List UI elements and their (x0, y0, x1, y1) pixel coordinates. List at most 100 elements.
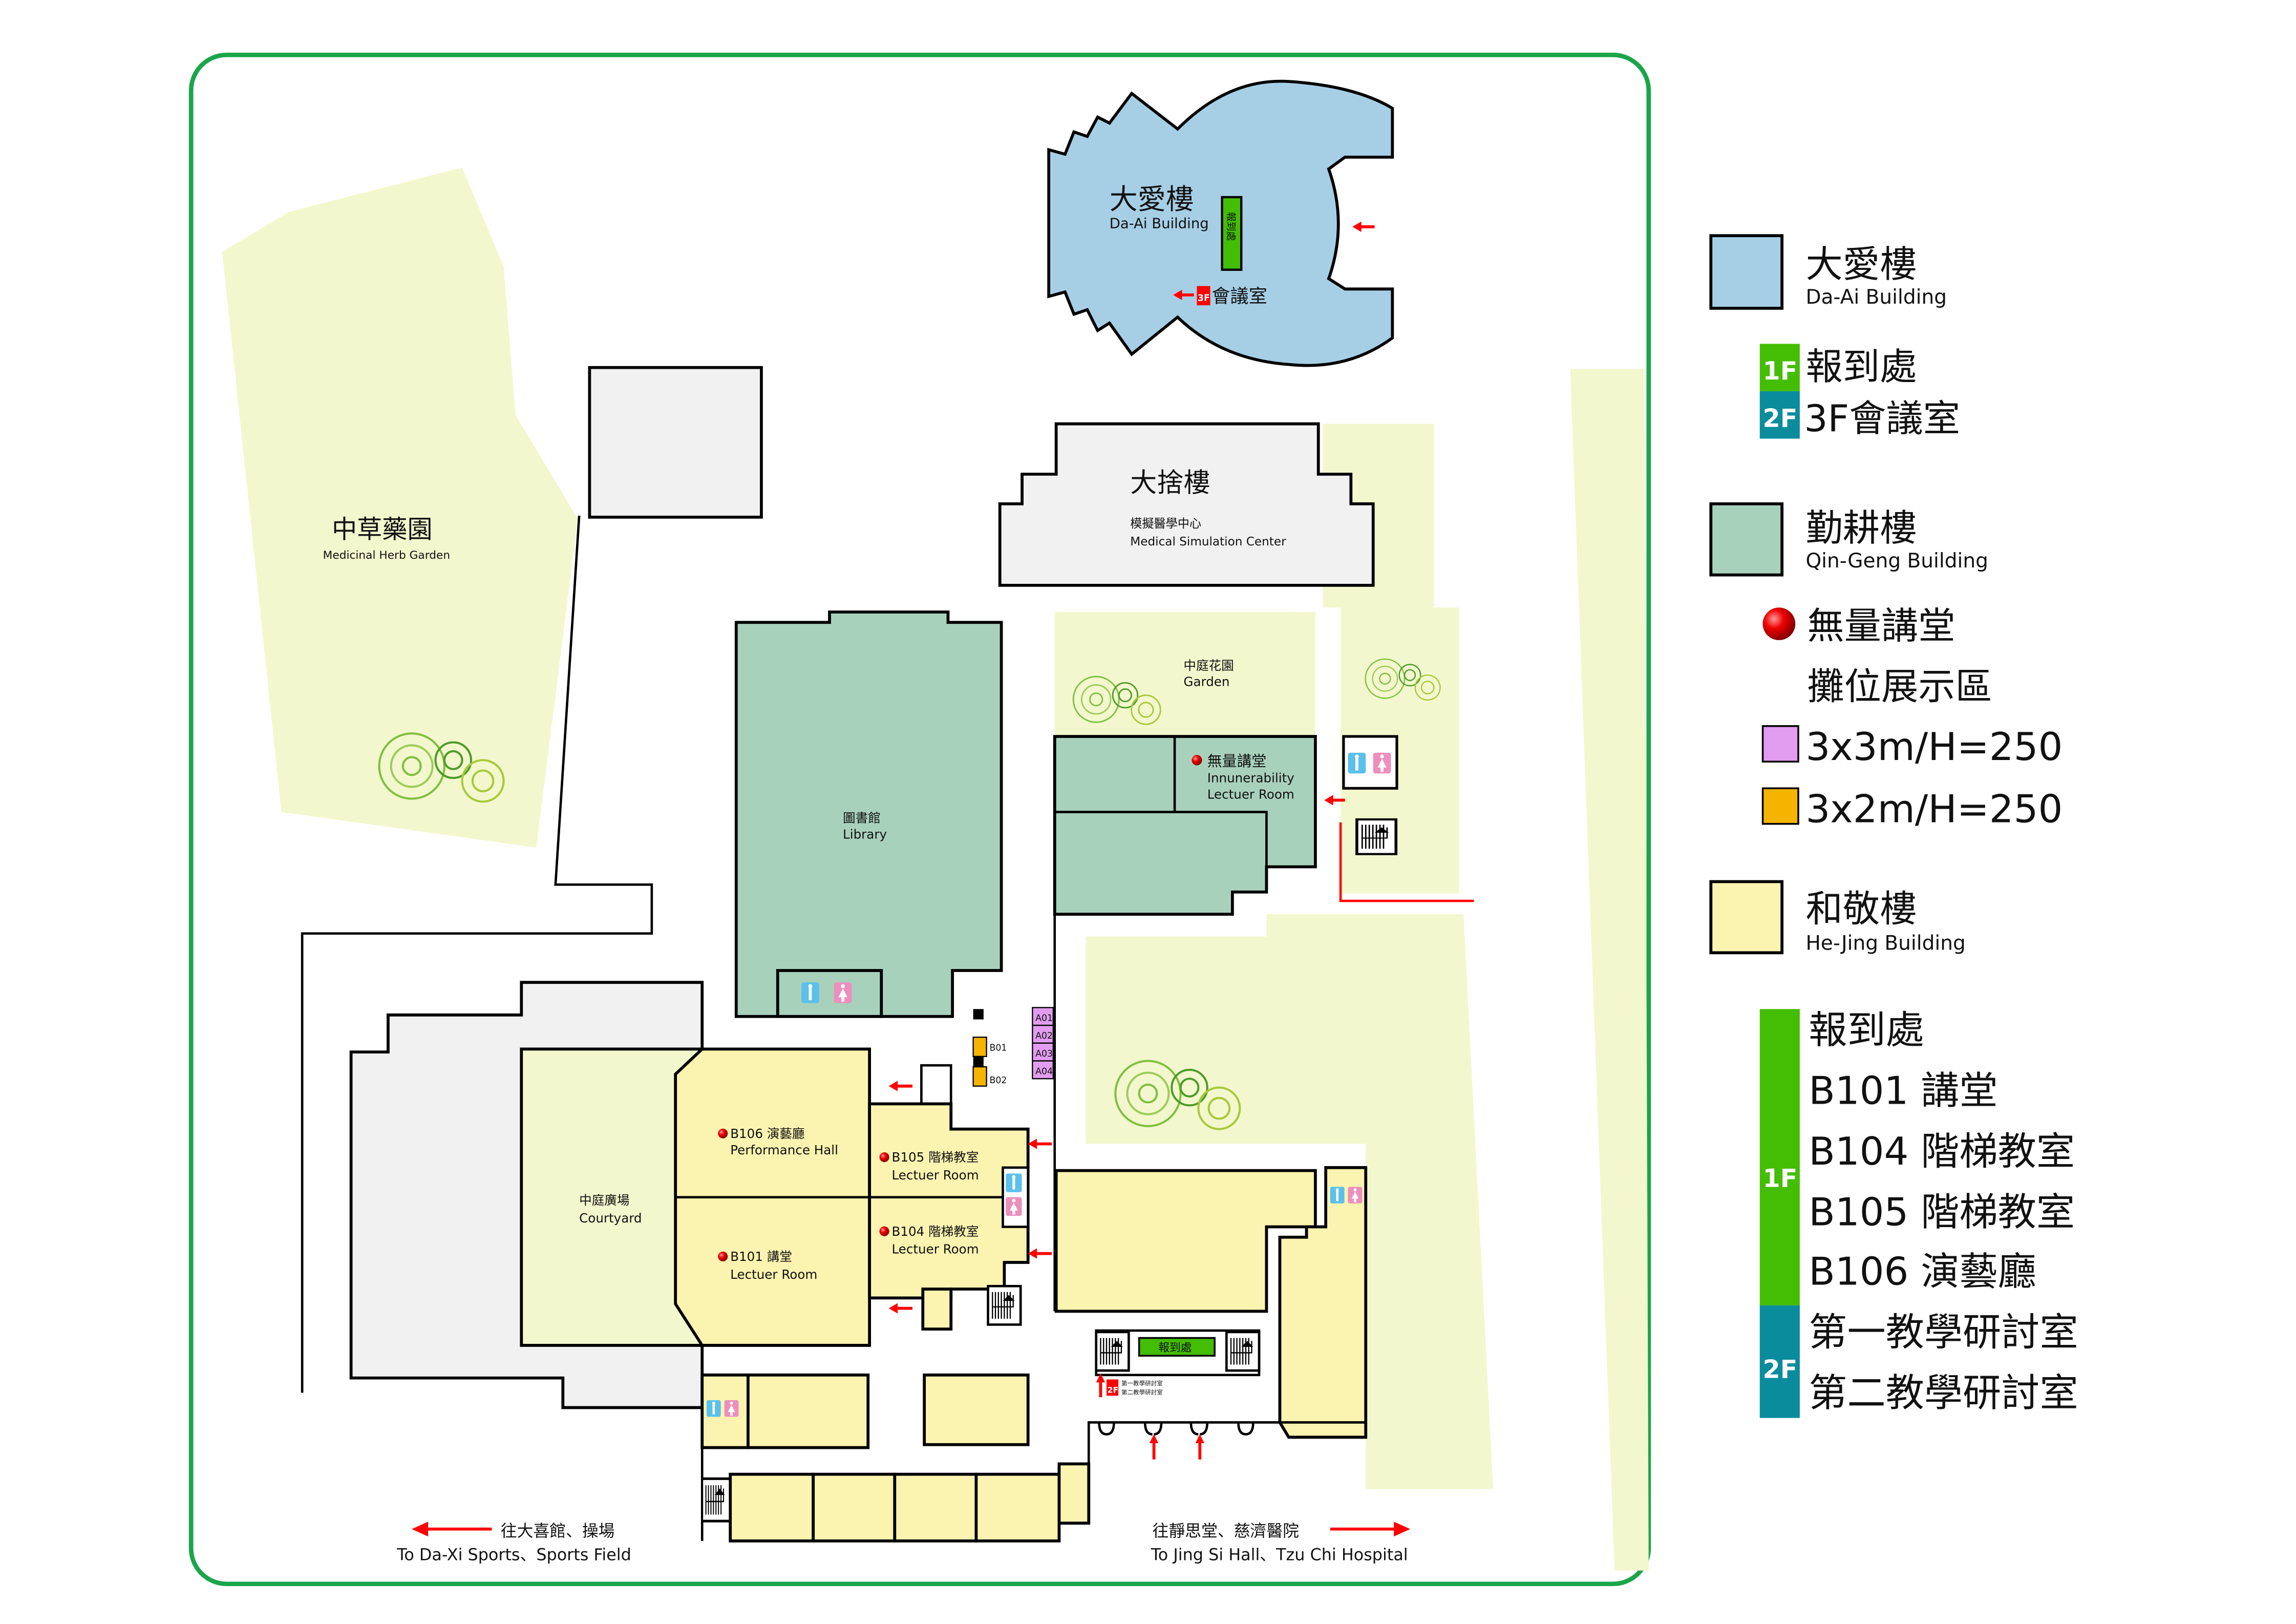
door-icon (1098, 1422, 1255, 1436)
da-ai-subtitle: Da-Ai Building (1110, 216, 1209, 232)
arrow-icon (1195, 1434, 1204, 1460)
stairs-icon (702, 1479, 730, 1521)
garden-title: 中庭花園 (1183, 658, 1234, 673)
da-she-building (998, 422, 1375, 587)
booth-b01[interactable] (972, 1037, 987, 1057)
meeting-room-label: 會議室 (1211, 285, 1267, 307)
legend-da-ai-en: Da-Ai Building (1805, 286, 1947, 309)
floor-badge-3f-text: 3F (1198, 293, 1210, 303)
b104-subtitle: Lectuer Room (892, 1242, 979, 1257)
female-toilet-icon (1006, 1197, 1022, 1216)
building-wall (1087, 1421, 1366, 1464)
legend-1f-badge (1759, 344, 1800, 391)
legend-1f-bar-text: 1F (1763, 1163, 1798, 1193)
seminar-room-1-label: 第一教學研討室 (1121, 1380, 1163, 1387)
booth-label: A03 (1035, 1049, 1053, 1059)
booth-a04[interactable] (1032, 1060, 1054, 1080)
pillar (973, 1009, 984, 1020)
small-room (920, 1064, 952, 1107)
legend-booth-area: 攤位展示區 (1807, 666, 1992, 709)
da-she-title: 大捨樓 (1130, 468, 1210, 499)
booth-label: A01 (1035, 1013, 1053, 1023)
legend-he-jing-zh: 和敬樓 (1805, 888, 1917, 931)
room (729, 1472, 815, 1543)
legend-1f-badge-text: 1F (1763, 356, 1798, 386)
stairs-icon (1226, 1332, 1259, 1370)
legend-booth-3x3: 3x3m/H=250 (1805, 724, 2063, 769)
arrow-icon (1028, 1248, 1052, 1259)
checkin-desk[interactable] (1138, 1337, 1216, 1357)
legend-qin-geng-en: Qin-Geng Building (1805, 550, 1988, 573)
booth-b02[interactable] (972, 1066, 987, 1087)
legend-2f-bar (1759, 1305, 1800, 1418)
arrow-icon (1324, 795, 1345, 806)
direction-left-zh[interactable]: 往大喜館、操場 (501, 1521, 615, 1541)
da-ai-checkin-label: 報到處 (1225, 212, 1237, 241)
arrow-icon (888, 1081, 913, 1091)
room (893, 1472, 978, 1543)
da-ai-title: 大愛樓 (1110, 183, 1194, 216)
legend-da-ai-item: 報到處 (1805, 346, 1917, 389)
south-garden (1086, 914, 1494, 1489)
floor-badge-2f (1106, 1379, 1119, 1396)
legend-he-jing-en: He-Jing Building (1805, 932, 1965, 955)
male-toilet-icon (1348, 752, 1366, 774)
courtyard-title: 中庭廣場 (579, 1193, 629, 1208)
checkin-desk-label: 報到處 (1158, 1342, 1192, 1355)
wall (1054, 811, 1268, 867)
floor-badge-3f (1197, 286, 1210, 306)
south-east-he-jing-building (1278, 1166, 1368, 1439)
female-toilet-icon (1373, 752, 1391, 774)
legend-he-jing-item: 報到處 (1809, 1007, 1924, 1052)
boundary-line (301, 515, 653, 1393)
booth-label: A02 (1035, 1031, 1053, 1041)
stairs-icon (1096, 1332, 1129, 1370)
direction-right-zh[interactable]: 往靜思堂、慈濟醫院 (1153, 1521, 1299, 1541)
da-she-sub-en: Medical Simulation Center (1130, 535, 1286, 549)
garden-subtitle: Garden (1183, 674, 1229, 689)
arrow-icon (1028, 1138, 1052, 1149)
legend-swatch-da-ai (1709, 234, 1784, 310)
herb-garden-title: 中草藥園 (332, 514, 433, 544)
library-toilet-room (776, 969, 883, 1018)
booth-a03[interactable] (1032, 1042, 1054, 1062)
male-toilet-icon (801, 982, 819, 1003)
b106-title: B106 演藝廳 (730, 1126, 804, 1141)
direction-left-en[interactable]: To Da-Xi Sports、Sports Field (396, 1545, 631, 1564)
b104-title: B104 階梯教室 (892, 1224, 979, 1239)
library-title: 圖書館 (843, 811, 881, 826)
legend-da-ai-zh: 大愛樓 (1805, 243, 1917, 286)
booth-label: A04 (1035, 1067, 1053, 1077)
arrow-left-icon (412, 1522, 492, 1537)
herb-garden-subtitle: Medicinal Herb Garden (323, 549, 450, 562)
innunerability-en1: Innunerability (1207, 771, 1294, 786)
booth-a02[interactable] (1032, 1024, 1054, 1044)
arrow-icon (888, 1303, 913, 1314)
direction-right-en[interactable]: To Jing Si Hall、Tzu Chi Hospital (1151, 1545, 1408, 1564)
female-toilet-icon (834, 982, 852, 1003)
legend-2f-bar-text: 2F (1763, 1355, 1798, 1384)
room (812, 1472, 897, 1543)
b105-title: B105 階梯教室 (892, 1150, 979, 1165)
legend-he-jing-item: 第二教學研討室 (1809, 1370, 2078, 1416)
legend: 大愛樓 Da-Ai Building 1F 2F 報到處 3F會議室 勤耕樓 Q… (1709, 234, 2078, 1418)
east-strip (1570, 369, 1649, 1571)
arrow-icon (1149, 1434, 1159, 1460)
innunerability-en2: Lectuer Room (1207, 787, 1294, 802)
booth-label: B02 (989, 1075, 1007, 1086)
lecture-hall-marker-icon (718, 1251, 728, 1261)
b106-subtitle: Performance Hall (730, 1143, 838, 1157)
legend-he-jing-item: B104 階梯教室 (1809, 1129, 2075, 1174)
legend-qin-geng-zh: 勤耕樓 (1805, 507, 1917, 550)
legend-he-jing-item: 第一教學研討室 (1809, 1310, 2078, 1355)
seminar-room-2-label: 第二教學研討室 (1121, 1388, 1163, 1396)
room (1057, 1462, 1091, 1525)
da-ai-building (1047, 79, 1394, 367)
lecture-hall-marker-icon (879, 1152, 889, 1163)
b105-subtitle: Lectuer Room (892, 1168, 979, 1183)
legend-booth-3x2: 3x2m/H=250 (1805, 787, 2063, 832)
b101-title: B101 講堂 (730, 1249, 792, 1264)
booth-label: B01 (989, 1043, 1007, 1053)
route-line (1339, 822, 1474, 902)
qin-geng-building (1053, 735, 1317, 916)
